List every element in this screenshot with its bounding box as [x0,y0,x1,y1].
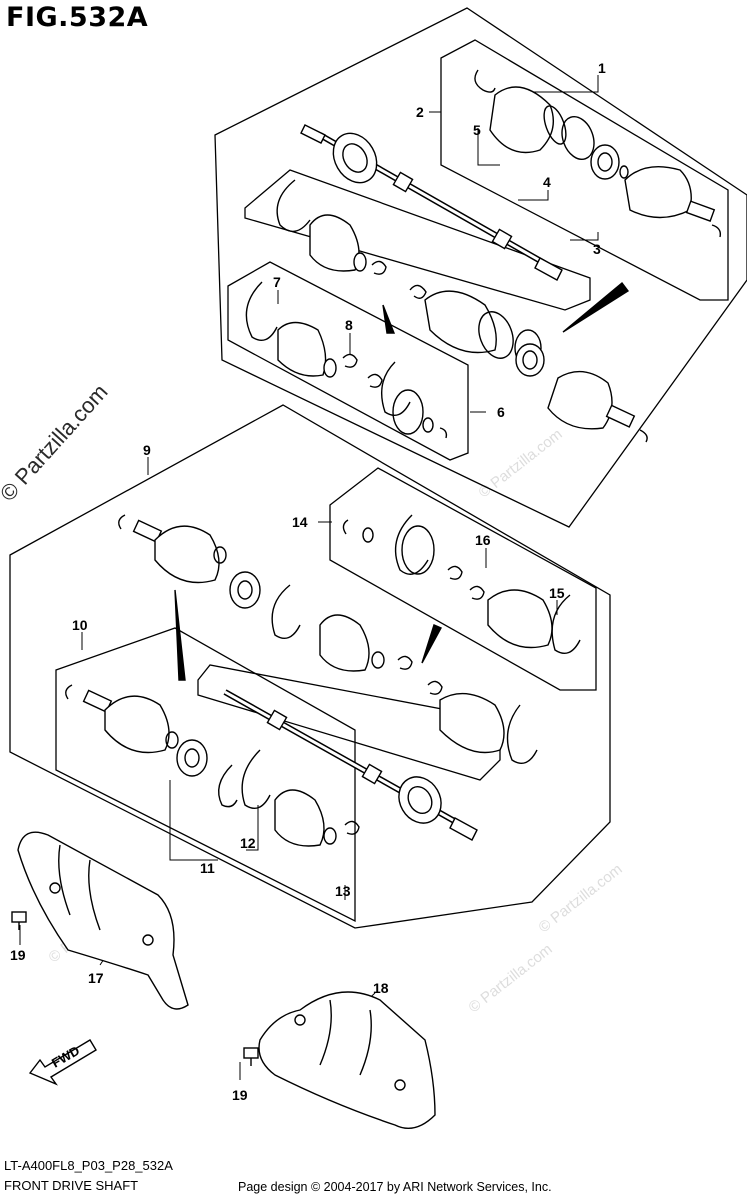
subframe-shaft-lower [197,664,501,781]
callout-19: 19 [232,1087,248,1103]
subframe-kit-14 [329,467,597,691]
subframe-shaft-boots [244,169,591,311]
callout-15: 15 [549,585,565,601]
callout-6: 6 [497,404,505,420]
callout-1: 1 [598,60,606,76]
callout-12: 12 [240,835,256,851]
callout-3: 3 [593,241,601,257]
callout-7: 7 [273,274,281,290]
callout-5: 5 [473,122,481,138]
figure-title: FIG.532A [6,2,149,33]
callout-labels: 1 2 3 4 5 6 7 8 9 10 11 12 13 14 15 16 1… [10,60,606,1103]
callout-11: 11 [200,860,215,876]
subframe-joint-upper [440,39,729,301]
subframe-joint-lower [55,627,356,923]
callout-17: 17 [88,970,104,986]
callout-13: 13 [335,883,351,899]
assembly-frame-lower [9,404,611,929]
callout-18: 18 [373,980,389,996]
credit-line: Page design © 2004-2017 by ARI Network S… [238,1180,552,1194]
callout-4: 4 [543,174,551,190]
callout-16: 16 [475,532,491,548]
subframe-kit-6 [227,261,469,461]
callout-14: 14 [292,514,308,530]
figure-name: FRONT DRIVE SHAFT [4,1178,139,1193]
callout-8: 8 [345,317,353,333]
callout-2: 2 [416,104,424,120]
callout-9: 9 [143,442,151,458]
figure-code: LT-A400FL8_P03_P28_532A [4,1158,173,1173]
fwd-arrow: FWD [28,1039,97,1086]
callout-19: 19 [10,947,26,963]
callout-10: 10 [72,617,88,633]
assembly-frame-upper [214,7,747,528]
